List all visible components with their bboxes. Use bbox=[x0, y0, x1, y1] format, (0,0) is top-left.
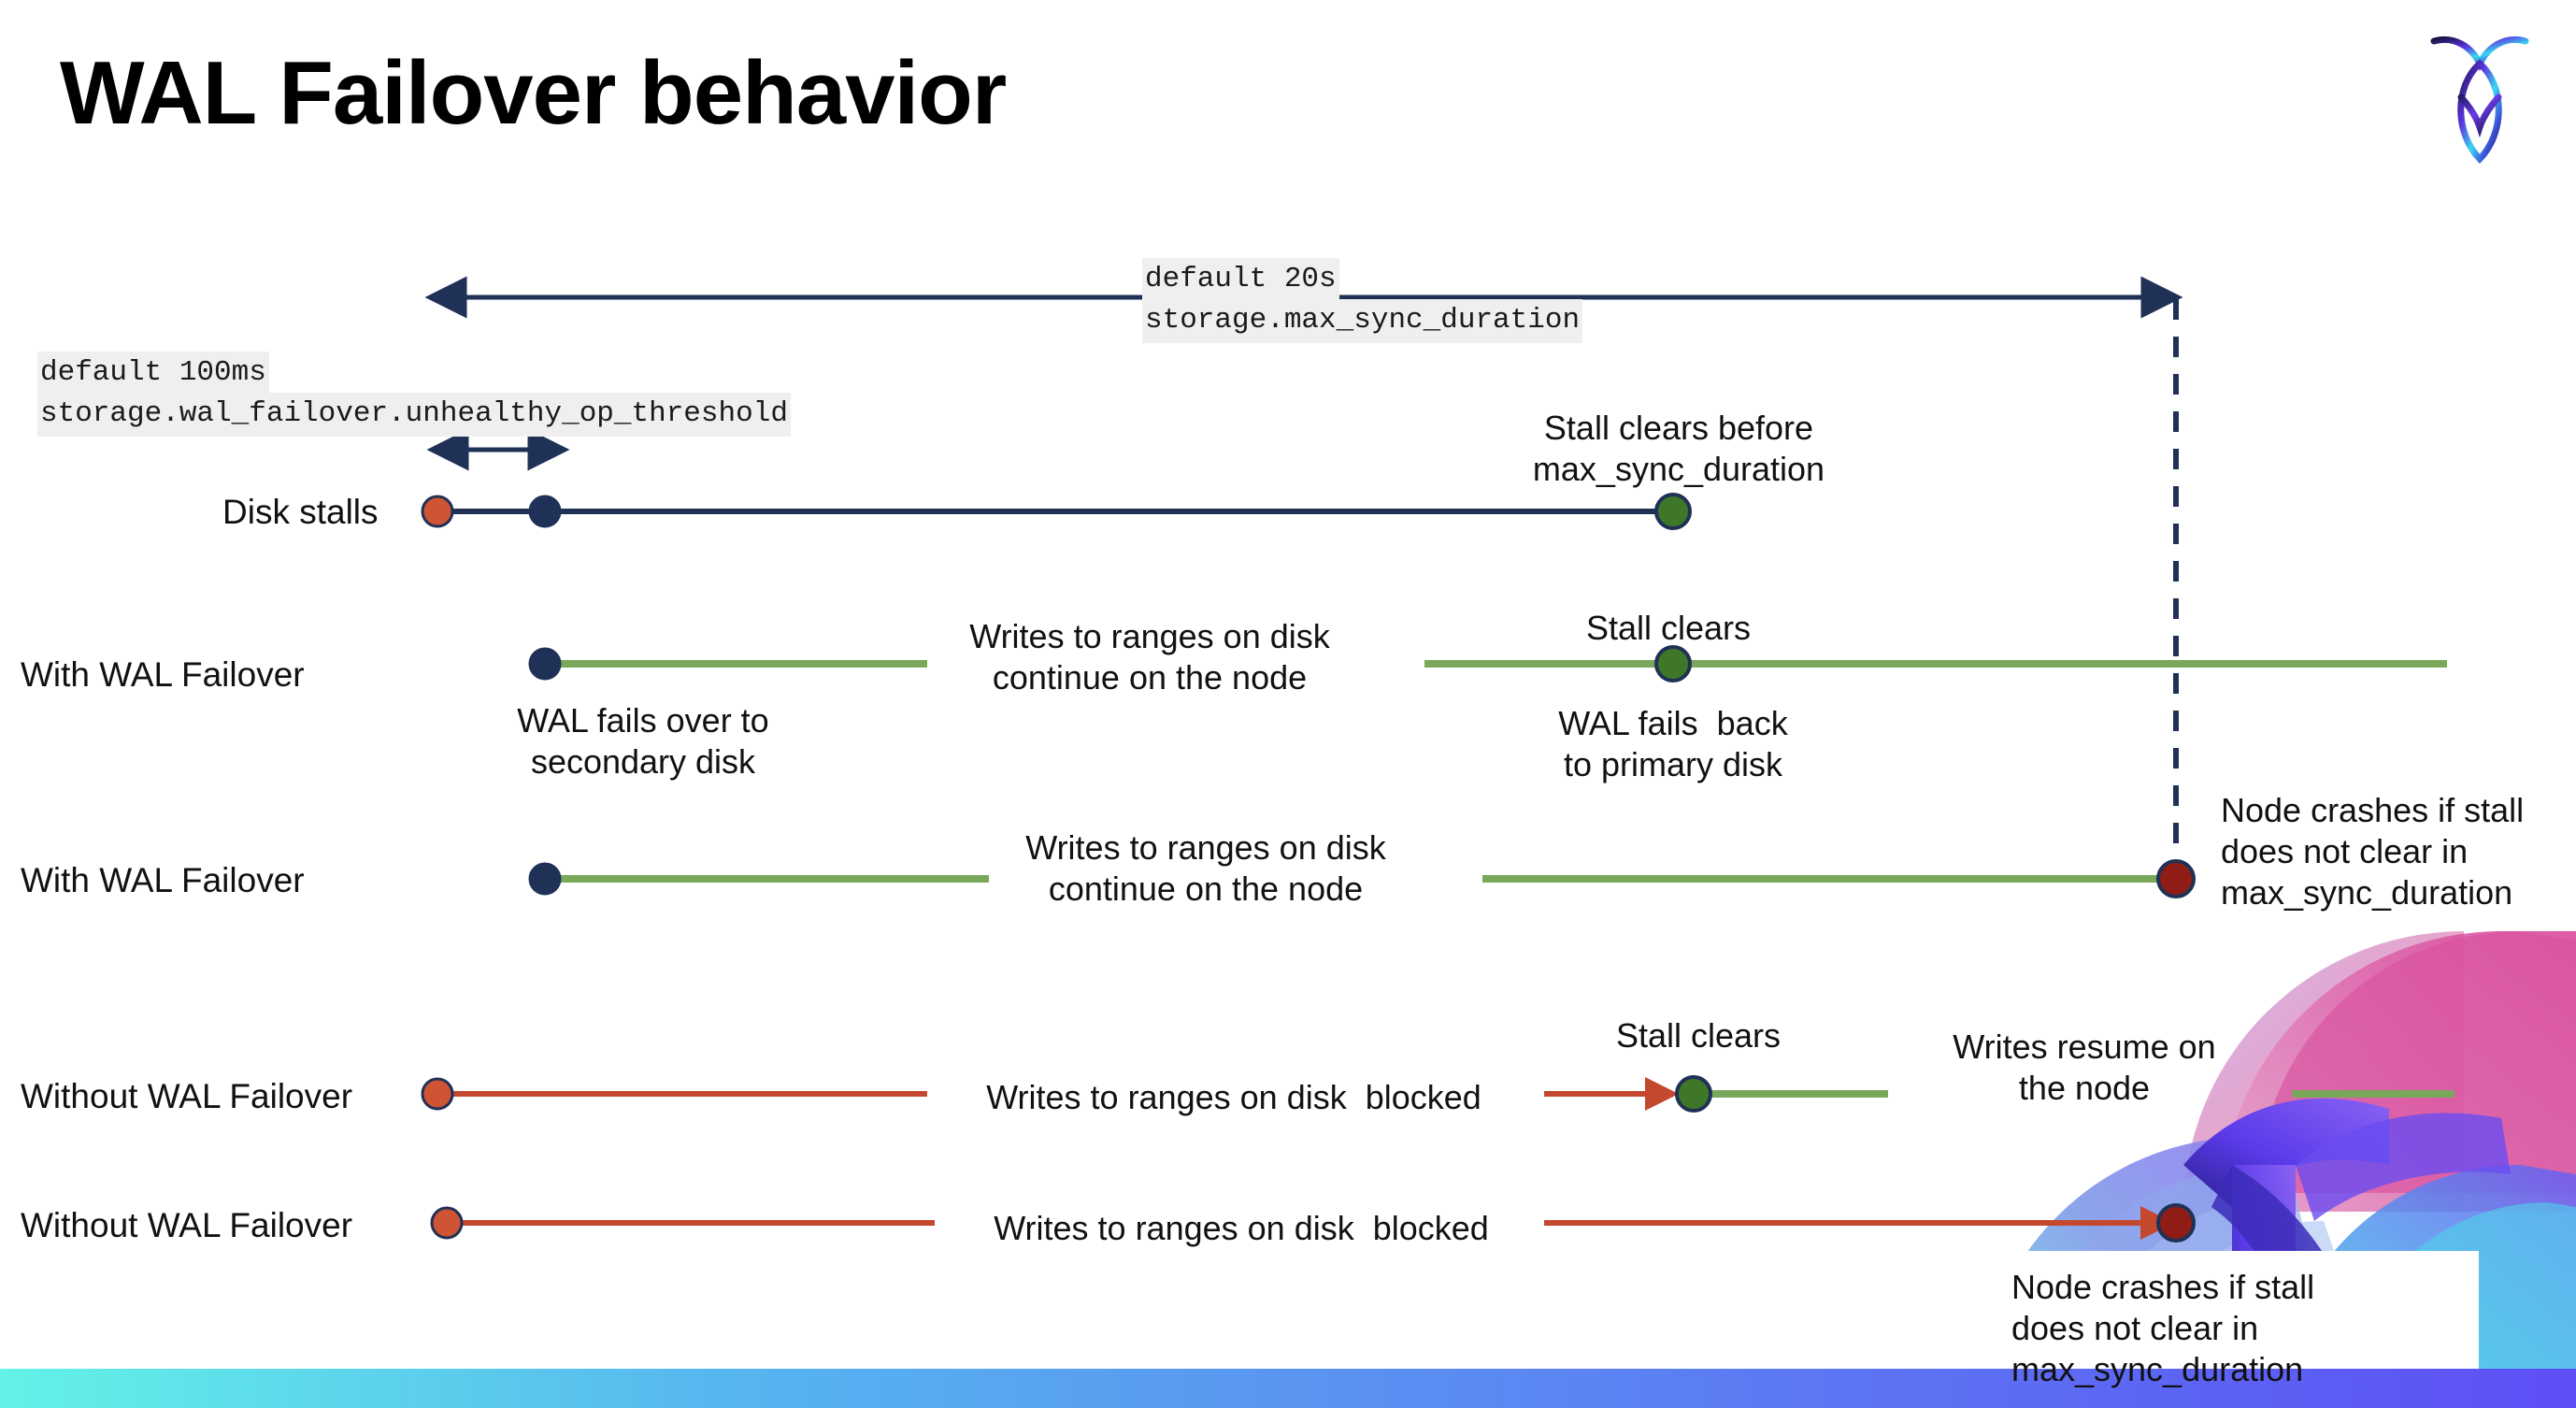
disk-stalls-failover-marker bbox=[528, 495, 562, 528]
disk-stalls-start-marker bbox=[421, 495, 454, 528]
caption-stall-clears-row2: Stall clears bbox=[1585, 609, 1752, 647]
no-failover-crash-node-crash-marker bbox=[2156, 1203, 2196, 1243]
max-sync-duration-default-label: default 20s bbox=[1142, 258, 1339, 302]
row-label-without-wal-failover-clears: Without WAL Failover bbox=[21, 1077, 353, 1115]
no-failover-crash-start-marker bbox=[430, 1206, 464, 1240]
no-failover-clears-clear-marker bbox=[1675, 1075, 1712, 1113]
row-label-with-wal-failover-clears: With WAL Failover bbox=[21, 655, 305, 694]
caption-wal-fails-over: WAL fails over to secondary disk bbox=[517, 701, 769, 781]
max-sync-duration-setting-label: storage.max_sync_duration bbox=[1142, 299, 1583, 343]
unhealthy-op-threshold-default-label: default 100ms bbox=[37, 352, 269, 395]
caption-writes-blocked-row5: Writes to ranges on disk blocked bbox=[994, 1209, 1489, 1247]
page-title: WAL Failover behavior bbox=[60, 43, 1007, 143]
caption-writes-blocked-row4: Writes to ranges on disk blocked bbox=[986, 1078, 1481, 1116]
disk-stalls-clear-marker bbox=[1654, 493, 1692, 530]
row-label-with-wal-failover-crash: With WAL Failover bbox=[21, 861, 305, 899]
row-label-disk-stalls: Disk stalls bbox=[222, 493, 379, 531]
caption-stall-clears-before-max-sync: Stall clears before max_sync_duration bbox=[1532, 409, 1825, 488]
cockroachdb-logo-icon bbox=[2430, 36, 2529, 165]
no-failover-clears-start-marker bbox=[421, 1077, 454, 1111]
unhealthy-op-threshold-setting-label: storage.wal_failover.unhealthy_op_thresh… bbox=[37, 393, 791, 437]
bottom-gradient-bar bbox=[0, 1369, 2576, 1408]
wal-failover-crash-start-marker bbox=[528, 862, 562, 896]
row-label-without-wal-failover-crash: Without WAL Failover bbox=[21, 1206, 353, 1244]
wal-failover-crash-node-crash-marker bbox=[2156, 859, 2196, 898]
caption-node-crashes-row5: Node crashes if stall does not clear in … bbox=[2011, 1268, 2315, 1388]
wal-failover-clears-clear-marker bbox=[1654, 645, 1692, 682]
caption-wal-fails-back: WAL fails back to primary disk bbox=[1558, 704, 1788, 783]
caption-writes-continue-row2: Writes to ranges on disk continue on the… bbox=[969, 617, 1330, 697]
wal-failover-clears-start-marker bbox=[528, 647, 562, 681]
caption-writes-continue-row3: Writes to ranges on disk continue on the… bbox=[1025, 828, 1386, 908]
caption-writes-resume: Writes resume on the node bbox=[1953, 1027, 2216, 1107]
caption-stall-clears-row4: Stall clears bbox=[1615, 1016, 1782, 1055]
caption-node-crashes-row3: Node crashes if stall does not clear in … bbox=[2221, 791, 2525, 912]
